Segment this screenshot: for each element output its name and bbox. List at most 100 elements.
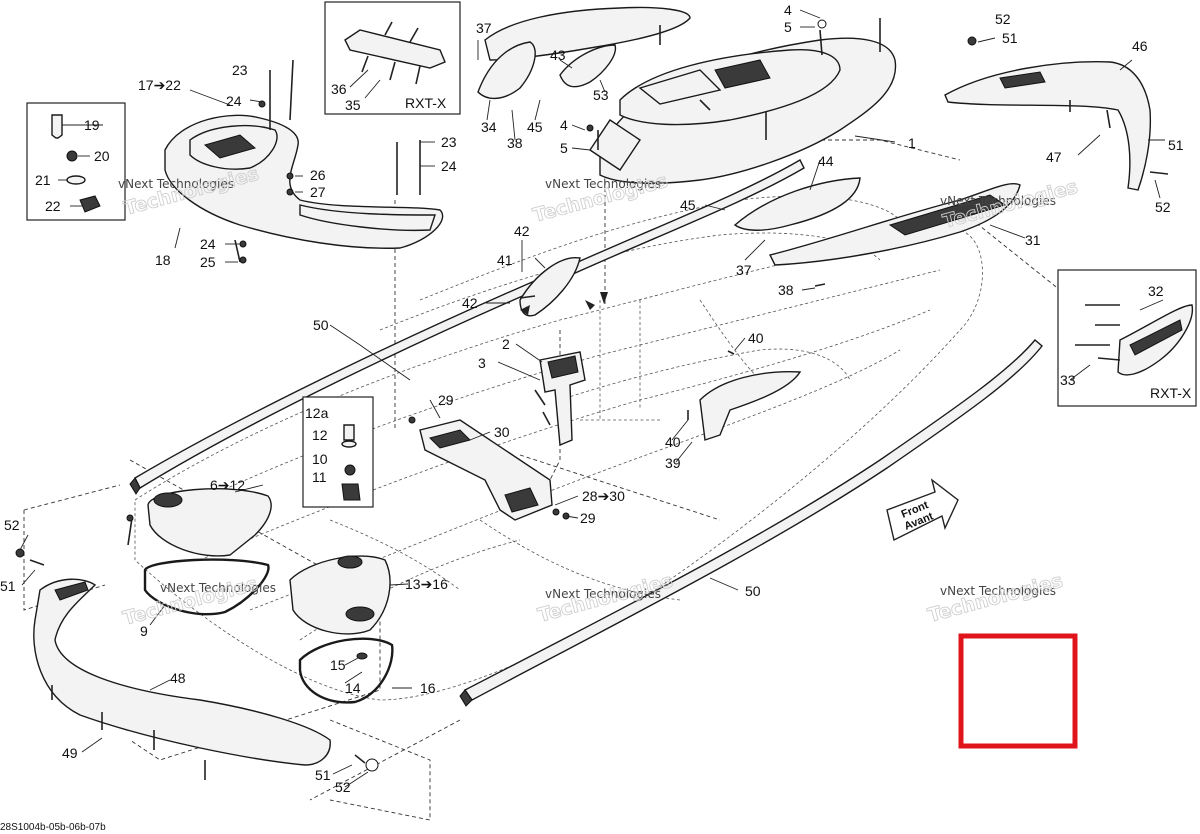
callout: 21	[35, 172, 51, 188]
callout: 24	[441, 158, 457, 174]
arrow-markers	[520, 292, 608, 315]
callout: 40	[748, 330, 764, 346]
seal-16	[298, 637, 394, 704]
callout: 33	[1060, 372, 1076, 388]
callout: 4	[784, 2, 792, 18]
callout: 5	[560, 140, 568, 156]
fasteners	[15, 18, 1169, 780]
bracket-2-3	[539, 351, 586, 447]
leader-lines	[19, 9, 1165, 788]
callout: 5	[784, 19, 792, 35]
callout: 20	[94, 148, 110, 164]
watermark-text: vNext Technologies	[118, 177, 234, 191]
callout: 22	[45, 198, 61, 214]
inset-label-top: RXT-X	[405, 95, 447, 111]
callout: 9	[140, 623, 148, 639]
callout: 47	[1046, 149, 1062, 165]
callout: 16	[420, 680, 436, 696]
callout: 42	[514, 223, 530, 239]
watermark-text: vNext Technologies	[160, 581, 276, 595]
callout: 37	[476, 20, 492, 36]
inset-plug-hardware	[302, 396, 374, 508]
callout: 39	[665, 455, 681, 471]
assembly-guide-lines	[23, 139, 1061, 821]
callout: 52	[995, 11, 1011, 27]
inset-label-right: RXT-X	[1150, 385, 1192, 401]
callout: 52	[335, 779, 351, 795]
callout: 23	[441, 134, 457, 150]
callout: 26	[310, 167, 326, 183]
callout: 4	[560, 117, 568, 133]
callout: 10	[312, 451, 328, 467]
callout: 50	[313, 317, 329, 333]
side-rail-left	[129, 159, 805, 495]
callout: 12	[312, 427, 328, 443]
callout: 2	[502, 336, 510, 352]
callout: 18	[155, 252, 171, 268]
rear-bumper	[33, 578, 331, 766]
callout: 37	[736, 262, 752, 278]
seal-9	[143, 558, 270, 616]
callout: 35	[345, 97, 361, 113]
callout: 19	[84, 117, 100, 133]
front-direction-badge: Front Avant	[886, 478, 959, 542]
callout: 11	[312, 469, 327, 485]
callout: 24	[226, 93, 242, 109]
callout: 42	[462, 295, 478, 311]
callout: 48	[170, 670, 186, 686]
callout: 31	[1025, 232, 1041, 248]
watermark-text: vNext Technologies	[545, 177, 661, 191]
callout: 1	[908, 135, 916, 151]
callout: 14	[345, 680, 361, 696]
callout: 45	[527, 119, 543, 135]
rear-fender	[944, 61, 1152, 191]
side-panel-44	[733, 177, 861, 231]
callout: 13➔16	[405, 576, 448, 592]
callout: 52	[4, 517, 20, 533]
callout: 29	[438, 392, 454, 408]
callout: 3	[478, 355, 486, 371]
callout: 46	[1132, 38, 1148, 54]
callout: 23	[232, 62, 248, 78]
part-code: 28S1004b-05b-06b-07b	[0, 822, 106, 833]
watermark-text: vNext Technologies	[545, 587, 661, 601]
watermark-text: vNext Technologies	[940, 194, 1056, 208]
callout: 44	[818, 153, 834, 169]
callout: 17➔22	[138, 77, 181, 93]
inset-seat-hardware	[26, 102, 126, 221]
storage-cover-13	[289, 555, 391, 635]
side-rail-right	[459, 339, 1043, 707]
callout: 51	[1002, 30, 1018, 46]
inset-rxt-x-top: RXT-X	[324, 1, 461, 115]
callout: 40	[665, 434, 681, 450]
top-deck-body	[589, 37, 897, 184]
callout: 28➔30	[582, 488, 625, 504]
storage-cover-6	[147, 488, 272, 557]
callout: 15	[330, 657, 346, 673]
callout: 36	[331, 81, 347, 97]
callout: 52	[1155, 199, 1171, 215]
callout: 38	[778, 282, 794, 298]
callout: 25	[200, 254, 216, 270]
callout: 6➔12	[210, 477, 245, 493]
watermark-text: vNext Technologies	[940, 584, 1056, 598]
callout: 32	[1148, 283, 1164, 299]
callout: 38	[507, 135, 523, 151]
callout: 30	[494, 424, 510, 440]
callout: 41	[497, 252, 513, 268]
callout: 45	[680, 197, 696, 213]
highlight-box	[958, 633, 1078, 749]
footrest-mat	[768, 183, 1021, 266]
callout: 51	[1168, 137, 1184, 153]
callout-labels: 17➔22 19 20 21 22 23 24 26 27 23 24 24 2…	[0, 2, 1184, 795]
bracket-39-40	[699, 371, 802, 441]
callout: 12a	[305, 405, 329, 421]
callout: 27	[310, 184, 326, 200]
frame-29-30	[419, 419, 553, 521]
callout: 49	[62, 745, 78, 761]
callout: 24	[200, 236, 216, 252]
callout: 53	[593, 87, 609, 103]
callout: 29	[580, 510, 596, 526]
watermark-large: Technologies	[926, 570, 1066, 627]
